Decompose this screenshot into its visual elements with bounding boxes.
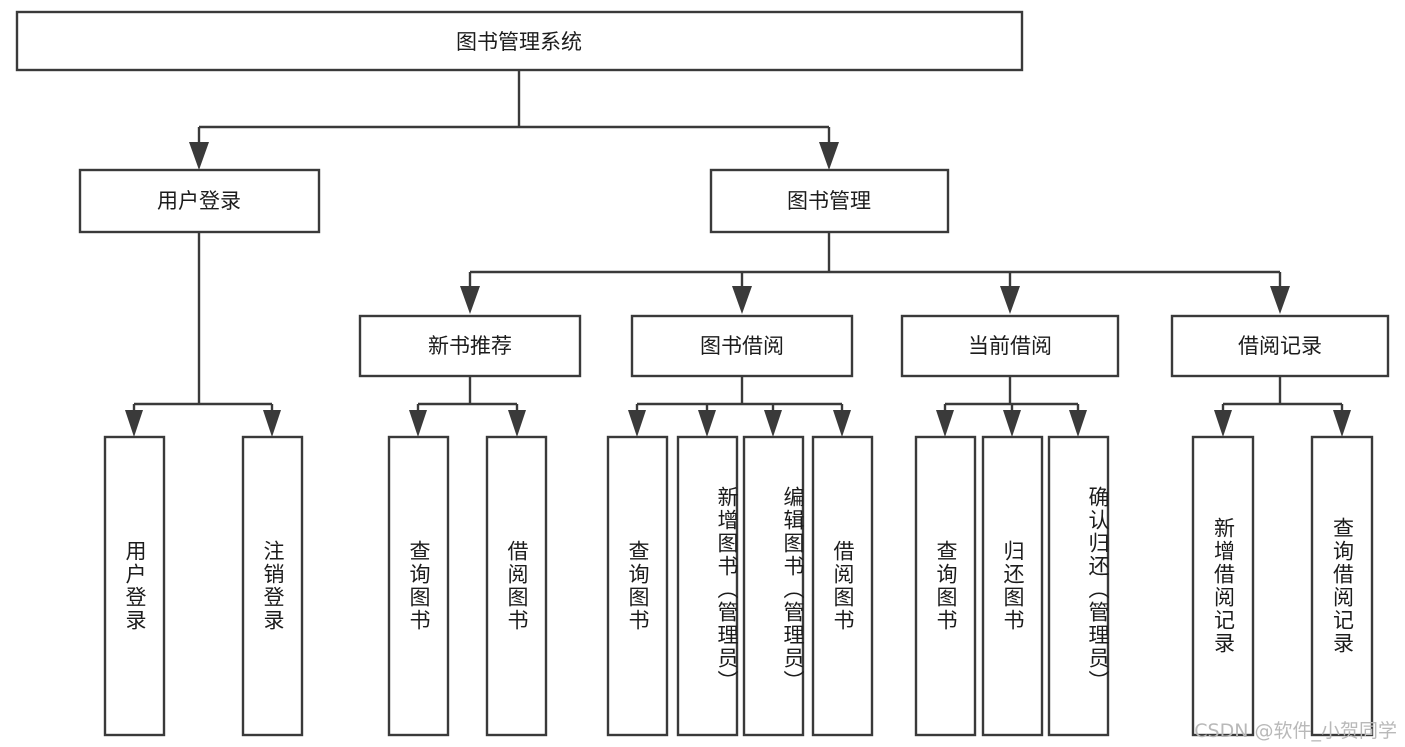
node-user-login[interactable]: 用户登录 xyxy=(78,168,321,234)
arrow-leaf-borrow-book-1 xyxy=(508,410,526,437)
node-book-borrow-label: 图书借阅 xyxy=(700,334,784,358)
node-root-label: 图书管理系统 xyxy=(456,30,582,54)
node-new-book-recommend-label: 新书推荐 xyxy=(428,334,512,358)
arrow-leaf-add-book xyxy=(698,410,716,437)
node-user-login-label: 用户登录 xyxy=(157,189,241,213)
arrow-leaf-confirm-return xyxy=(1069,410,1087,437)
leaf-box-logout-login[interactable] xyxy=(241,435,304,737)
arrow-leaf-logout-login xyxy=(263,410,281,437)
arrow-leaf-query-book-2 xyxy=(628,410,646,437)
node-book-management-label: 图书管理 xyxy=(787,189,871,213)
node-root-box[interactable] xyxy=(15,10,1024,72)
node-current-borrow-box[interactable] xyxy=(900,314,1120,378)
leaf-box-query-record[interactable] xyxy=(1310,435,1374,737)
arrow-user-login xyxy=(189,142,209,170)
arrow-leaf-query-book-3 xyxy=(936,410,954,437)
leaf-box-add-record[interactable] xyxy=(1191,435,1255,737)
leaf-box-user-login[interactable] xyxy=(103,435,166,737)
arrow-book-management xyxy=(819,142,839,170)
node-book-management-box[interactable] xyxy=(709,168,950,234)
leaf-box-confirm-return[interactable] xyxy=(1047,435,1110,737)
leaf-box-add-book[interactable] xyxy=(676,435,739,737)
arrow-newbook xyxy=(460,286,480,314)
node-book-management[interactable]: 图书管理 xyxy=(709,168,950,234)
leaf-box-query-book-1[interactable] xyxy=(387,435,450,737)
arrow-borrowrecord xyxy=(1270,286,1290,314)
leaf-box-return-book[interactable] xyxy=(981,435,1044,737)
arrow-bookborrow xyxy=(732,286,752,314)
arrow-leaf-edit-book xyxy=(764,410,782,437)
node-book-borrow[interactable]: 图书借阅 xyxy=(630,314,854,378)
csdn-watermark: CSDN @软件_小贺同学 xyxy=(1194,720,1397,742)
arrow-leaf-add-record xyxy=(1214,410,1232,437)
leaf-box-edit-book[interactable] xyxy=(742,435,805,737)
arrow-leaf-user-login xyxy=(125,410,143,437)
node-borrow-record[interactable]: 借阅记录 xyxy=(1170,314,1390,378)
leaf-box-query-book-2[interactable] xyxy=(606,435,669,737)
arrow-currentborrow xyxy=(1000,286,1020,314)
arrow-leaf-query-book-1 xyxy=(409,410,427,437)
node-new-book-recommend-box[interactable] xyxy=(358,314,582,378)
leaf-box-borrow-book-2[interactable] xyxy=(811,435,874,737)
leaf-box-query-book-3[interactable] xyxy=(914,435,977,737)
node-borrow-record-box[interactable] xyxy=(1170,314,1390,378)
node-current-borrow-label: 当前借阅 xyxy=(968,334,1052,358)
arrow-leaf-borrow-book-2 xyxy=(833,410,851,437)
node-book-borrow-box[interactable] xyxy=(630,314,854,378)
node-borrow-record-label: 借阅记录 xyxy=(1238,334,1322,358)
leaf-box-borrow-book-1[interactable] xyxy=(485,435,548,737)
node-current-borrow[interactable]: 当前借阅 xyxy=(900,314,1120,378)
node-user-login-box[interactable] xyxy=(78,168,321,234)
connector-group xyxy=(125,70,1351,437)
leaf-boxes-group xyxy=(103,435,1374,737)
arrow-leaf-query-record xyxy=(1333,410,1351,437)
node-root[interactable]: 图书管理系统 xyxy=(15,10,1024,72)
arrow-leaf-return-book xyxy=(1003,410,1021,437)
node-new-book-recommend[interactable]: 新书推荐 xyxy=(358,314,582,378)
